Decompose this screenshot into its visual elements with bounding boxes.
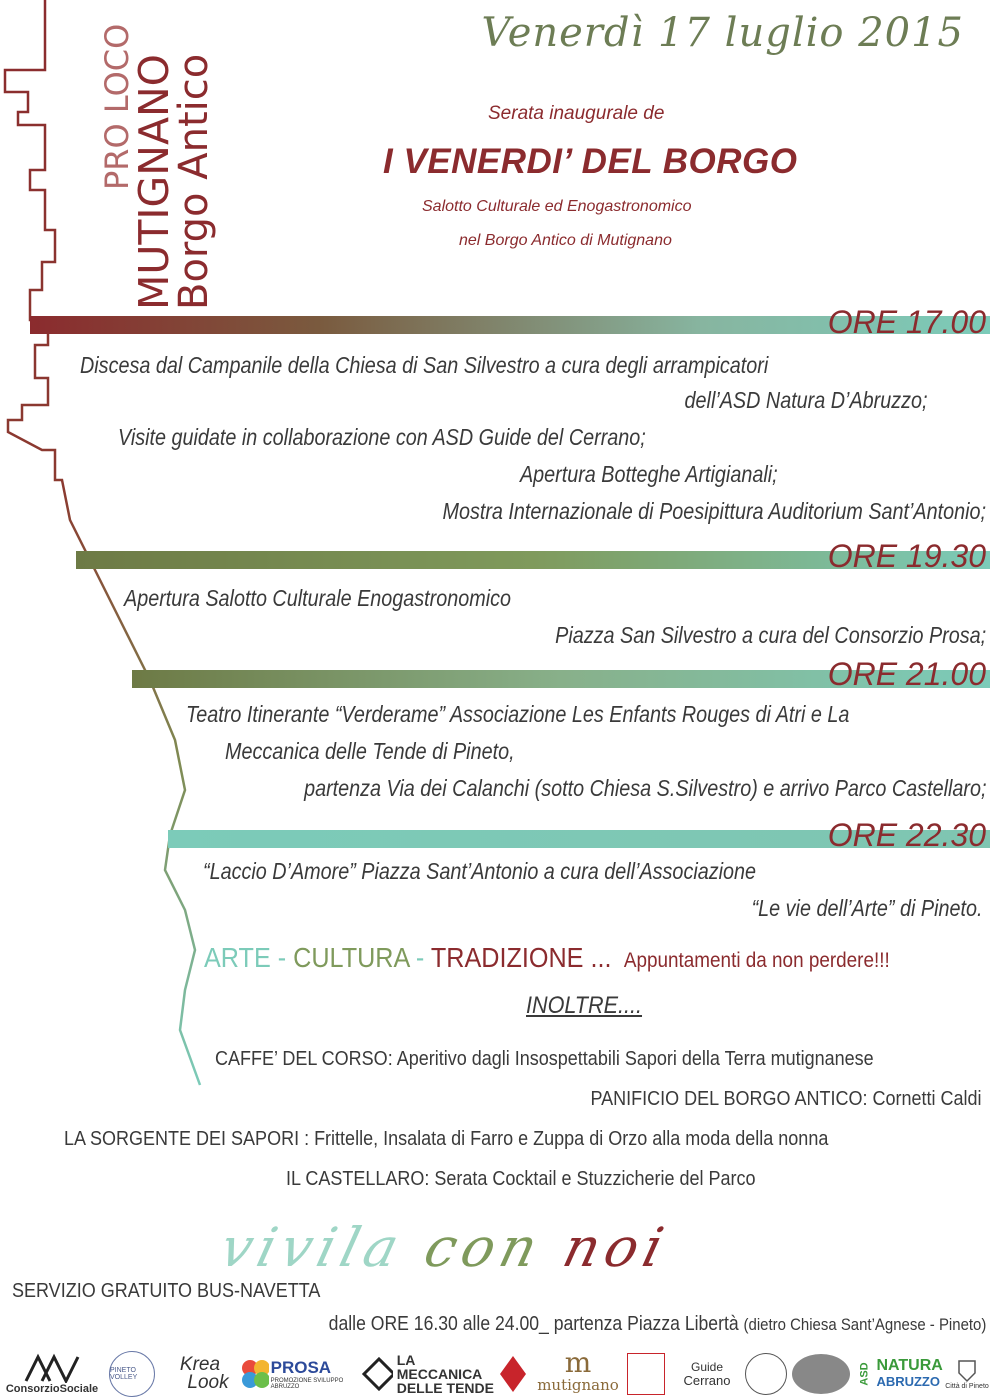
prosa-logo: PROSA PROMOZIONE SVILUPPO ABRUZZO (238, 1352, 358, 1396)
prosa-sub-label: PROMOZIONE SVILUPPO ABRUZZO (270, 1378, 344, 1390)
slogan-word-2: con (418, 1216, 550, 1279)
meccanica-diamond-icon (362, 1357, 393, 1391)
clasped-hands-logo (790, 1352, 852, 1396)
slogan: vivila con noi (214, 1216, 675, 1279)
circle-emblem-logo (744, 1352, 788, 1396)
mutignano-m: m (564, 1346, 592, 1379)
pineto-crest-icon (958, 1359, 976, 1382)
time-band-3 (132, 670, 990, 688)
prosa-label: PROSA (270, 1358, 332, 1377)
extra-item: PANIFICIO DEL BORGO ANTICO: Cornetti Cal… (590, 1088, 982, 1110)
slogan-word-3: noi (557, 1216, 676, 1279)
pineto-volley-label: PINETO VOLLEY (109, 1351, 155, 1397)
mutignano-label: mutignano (537, 1376, 619, 1394)
meccanica-label-2: DELLE TENDE (396, 1380, 494, 1396)
consorzio-sociale-logo: ConsorzioSociale (0, 1352, 104, 1396)
bus-departure-note: (dietro Chiesa Sant’Agnese - Pineto) (743, 1315, 986, 1334)
borgo-antico-label: Borgo Antico (171, 53, 217, 310)
tower-outline-graphic (3, 0, 202, 1086)
time-label-3: ORE 21.00 (827, 656, 986, 692)
motto-appuntamenti: Appuntamenti da non perdere!!! (623, 949, 890, 972)
motto-cultura: CULTURA (293, 942, 409, 973)
bus-times: dalle ORE 16.30 alle 24.00_ partenza Pia… (328, 1313, 739, 1335)
motto-separator: - (408, 942, 431, 973)
motto-separator: - (270, 942, 294, 973)
event-date: Venerdì 17 luglio 2015 (481, 10, 964, 56)
schedule-line: Mostra Internazionale di Poesipittura Au… (442, 498, 986, 524)
mutignano-logo: m mutignano (532, 1346, 624, 1396)
krealook-logo: Krea Look (164, 1352, 236, 1396)
guide-cerrano-logo: Guide Cerrano (672, 1352, 742, 1396)
natura-label: NATURA (876, 1357, 943, 1374)
extra-item: LA SORGENTE DEI SAPORI : Frittelle, Insa… (64, 1128, 829, 1150)
schedule-line: “Le vie dell’Arte” di Pineto. (751, 895, 982, 921)
extra-item: IL CASTELLARO: Serata Cocktail e Stuzzic… (286, 1168, 756, 1190)
architetto-box-icon (627, 1353, 665, 1395)
schedule-line: Piazza San Silvestro a cura del Consorzi… (555, 622, 986, 648)
bus-service-details: dalle ORE 16.30 alle 24.00_ partenza Pia… (328, 1313, 986, 1336)
bus-service-title: SERVIZIO GRATUITO BUS-NAVETTA (12, 1280, 321, 1302)
time-band-1 (30, 316, 990, 334)
consorzio-label: ConsorzioSociale (5, 1383, 99, 1395)
time-label-1: ORE 17.00 (827, 304, 986, 340)
hands-icon (792, 1354, 850, 1394)
schedule-line: Discesa dal Campanile della Chiesa di Sa… (80, 352, 769, 378)
consorzio-mark-icon (24, 1353, 80, 1383)
subtitle: Serata inaugurale de (488, 103, 665, 124)
red-drop-icon (500, 1356, 526, 1392)
prosa-flower-icon (242, 1360, 269, 1388)
krea-label: Krea (179, 1354, 221, 1375)
time-band-4 (168, 830, 990, 848)
motto-tradizione: TRADIZIONE ... (430, 942, 612, 973)
pro-loco-logo: PRO LOCO MUTIGNANO Borgo Antico (92, 0, 222, 315)
cerrano-label: Cerrano (683, 1373, 731, 1388)
asd-label: ASD (858, 1362, 871, 1386)
look-label: Look (187, 1372, 229, 1393)
abruzzo-label: ABRUZZO (876, 1374, 940, 1389)
inoltre-heading: INOLTRE.... (526, 992, 643, 1019)
meccanica-tende-logo: LA MECCANICA DELLE TENDE (362, 1352, 494, 1396)
tagline-1: Salotto Culturale ed Enogastronomico (422, 198, 692, 215)
circle-emblem-icon (745, 1353, 787, 1395)
time-label-2: ORE 19.30 (827, 538, 986, 574)
time-label-4: ORE 22.30 (827, 817, 986, 853)
slogan-word-1: vivila (214, 1216, 411, 1279)
event-title: I VENERDI’ DEL BORGO (383, 142, 798, 181)
schedule-line: Meccanica delle Tende di Pineto, (225, 738, 515, 764)
red-drop-logo (496, 1352, 530, 1396)
asd-natura-abruzzo-logo: ASD NATURA ABRUZZO (854, 1352, 943, 1396)
schedule-line: Apertura Salotto Culturale Enogastronomi… (124, 585, 512, 611)
time-band-2 (76, 551, 990, 569)
citta-pineto-logo: Città di Pineto (944, 1352, 990, 1396)
pineto-volley-logo: PINETO VOLLEY (106, 1351, 158, 1397)
schedule-line: “Laccio D’Amore” Piazza Sant’Antonio a c… (203, 858, 757, 884)
tagline-2: nel Borgo Antico di Mutignano (459, 232, 672, 249)
schedule-line: dell’ASD Natura D’Abruzzo; (685, 387, 928, 413)
motto-arte: ARTE (204, 942, 271, 973)
schedule-line: Visite guidate in collaborazione con ASD… (118, 424, 646, 450)
meccanica-label-1: LA MECCANICA (396, 1352, 483, 1382)
extra-item: CAFFE’ DEL CORSO: Aperitivo dagli Insosp… (215, 1048, 874, 1070)
schedule-line: Teatro Itinerante “Verderame” Associazio… (186, 701, 850, 727)
guide-label: Guide (690, 1360, 724, 1374)
citta-label: Città di Pineto (945, 1382, 989, 1390)
architetto-logo (626, 1352, 666, 1396)
schedule-line: Apertura Botteghe Artigianali; (520, 461, 778, 487)
schedule-line: partenza Via dei Calanchi (sotto Chiesa … (303, 775, 986, 801)
motto-line: ARTE - CULTURA - TRADIZIONE ... Appuntam… (204, 942, 890, 974)
